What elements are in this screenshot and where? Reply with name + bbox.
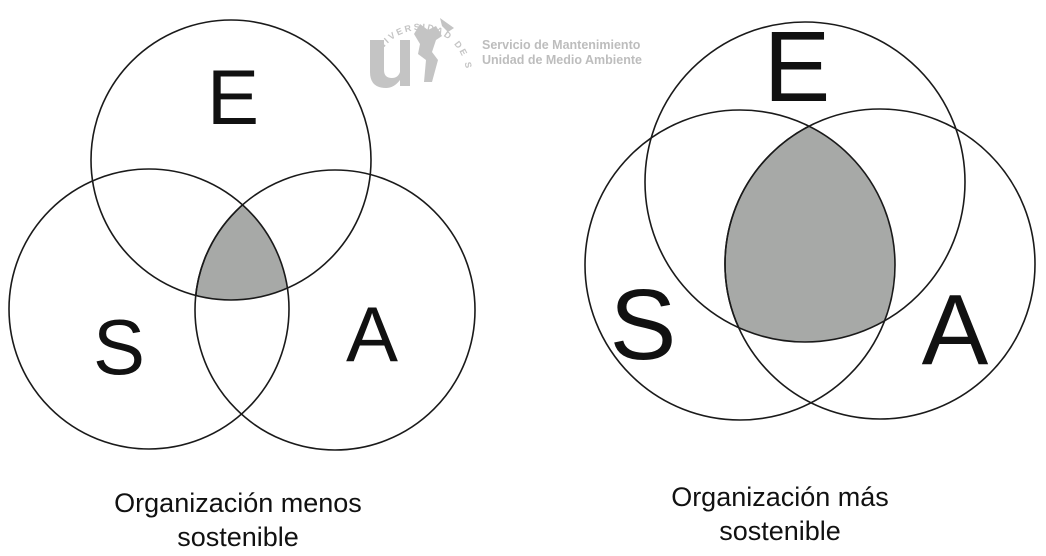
watermark-line-1: Servicio de Mantenimiento xyxy=(482,38,641,52)
left-label-s: S xyxy=(93,303,145,391)
caption-right-line-2: sostenible xyxy=(719,516,841,546)
left-overlap-region xyxy=(194,169,289,300)
watermark-line-2: Unidad de Medio Ambiente xyxy=(482,53,642,67)
left-circle-e xyxy=(90,19,372,301)
caption-left: Organización menos sostenible xyxy=(88,486,388,554)
right-circle-e xyxy=(644,21,966,343)
right-label-s: S xyxy=(610,269,677,381)
right-circle-a xyxy=(724,108,1036,420)
caption-right: Organización más sostenible xyxy=(630,480,930,548)
left-circle-s xyxy=(8,168,290,450)
caption-right-line-1: Organización más xyxy=(671,482,889,512)
left-label-a: A xyxy=(346,290,398,378)
left-label-e: E xyxy=(207,53,259,141)
right-label-e: E xyxy=(764,11,831,123)
right-label-a: A xyxy=(922,274,989,386)
left-venn: E S A xyxy=(8,19,476,451)
university-seal-icon: UNIVERSIDAD DE SEVILLA xyxy=(358,0,472,88)
watermark: UNIVERSIDAD DE SEVILLA Servicio de Mante… xyxy=(358,0,662,95)
right-circle-s xyxy=(584,109,896,421)
caption-left-line-2: sostenible xyxy=(177,522,299,552)
left-circle-a xyxy=(194,169,476,451)
right-venn: E S A xyxy=(584,11,1036,421)
caption-left-line-1: Organización menos xyxy=(114,488,362,518)
right-overlap-region xyxy=(724,110,895,342)
